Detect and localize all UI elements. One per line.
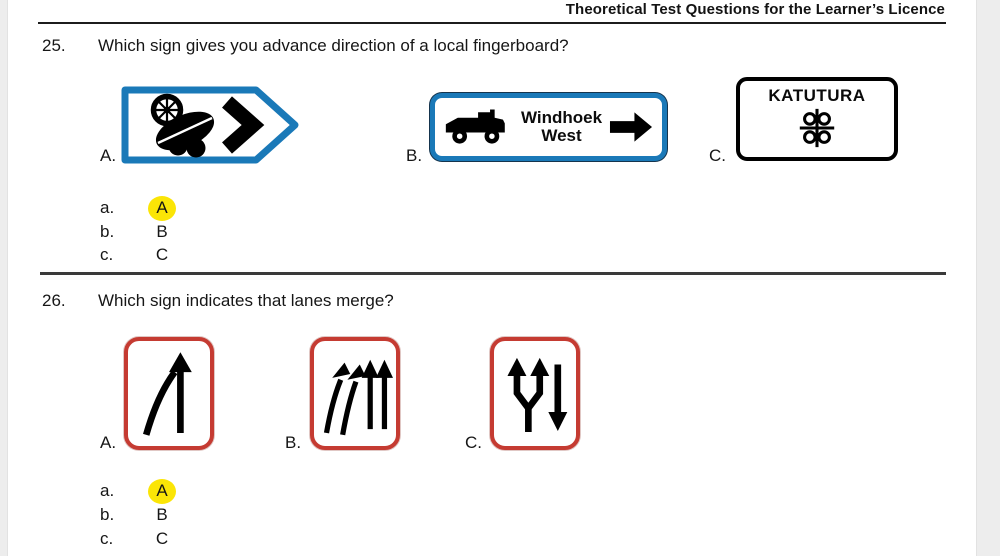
blue-fingerboard-chevron-sign-icon	[121, 86, 299, 164]
q26-option-b-label: B.	[285, 433, 302, 452]
q26-option-c-label: C.	[465, 433, 482, 452]
two-way-split-sign	[490, 337, 580, 450]
page-gutter-left	[0, 0, 8, 556]
question-25-number: 25.	[42, 36, 66, 55]
q26-answer-b: b.B	[100, 505, 168, 524]
q26-answer-a: a.A	[100, 479, 176, 504]
additional-lanes-arrows-sign	[310, 337, 400, 450]
q25-option-b-label: B.	[406, 146, 423, 165]
suburb-name-text: KATUTURA	[768, 86, 866, 105]
black-border-emblem-sign: KATUTURA	[736, 77, 898, 161]
highlighted-answer: A	[148, 479, 176, 504]
lane-arrows-icon	[323, 359, 393, 435]
scrollbar-track	[976, 0, 1000, 556]
q25-answer-a: a.A	[100, 196, 176, 221]
chevron-right-icon	[222, 96, 265, 154]
header-rule	[38, 22, 946, 24]
question-25-text: Which sign gives you advance direction o…	[98, 36, 569, 55]
destination-text: Windhoek West	[520, 108, 603, 145]
question-divider	[40, 272, 946, 275]
civic-emblem-icon	[799, 108, 835, 148]
blue-destination-truck-sign: Windhoek West	[430, 93, 667, 161]
split-arrows-icon	[507, 357, 568, 432]
melon-cherries-icon	[155, 111, 215, 158]
highlighted-answer: A	[148, 196, 176, 221]
question-26-text: Which sign indicates that lanes merge?	[98, 291, 394, 310]
q26-option-a-label: A.	[100, 433, 117, 452]
merge-arrows-icon	[143, 351, 192, 436]
q25-answer-c: c.C	[100, 245, 169, 264]
arrow-right-icon	[609, 112, 653, 142]
wheel-icon	[150, 93, 184, 127]
q26-answer-c: c.C	[100, 529, 169, 548]
lanes-merge-sign	[124, 337, 214, 450]
q25-option-c-label: C.	[709, 146, 726, 165]
q25-answer-b: b.B	[100, 222, 168, 241]
page-header-title: Theoretical Test Questions for the Learn…	[565, 1, 945, 18]
question-26-number: 26.	[42, 291, 66, 310]
q25-option-a-label: A.	[100, 146, 117, 165]
truck-icon	[445, 109, 505, 144]
